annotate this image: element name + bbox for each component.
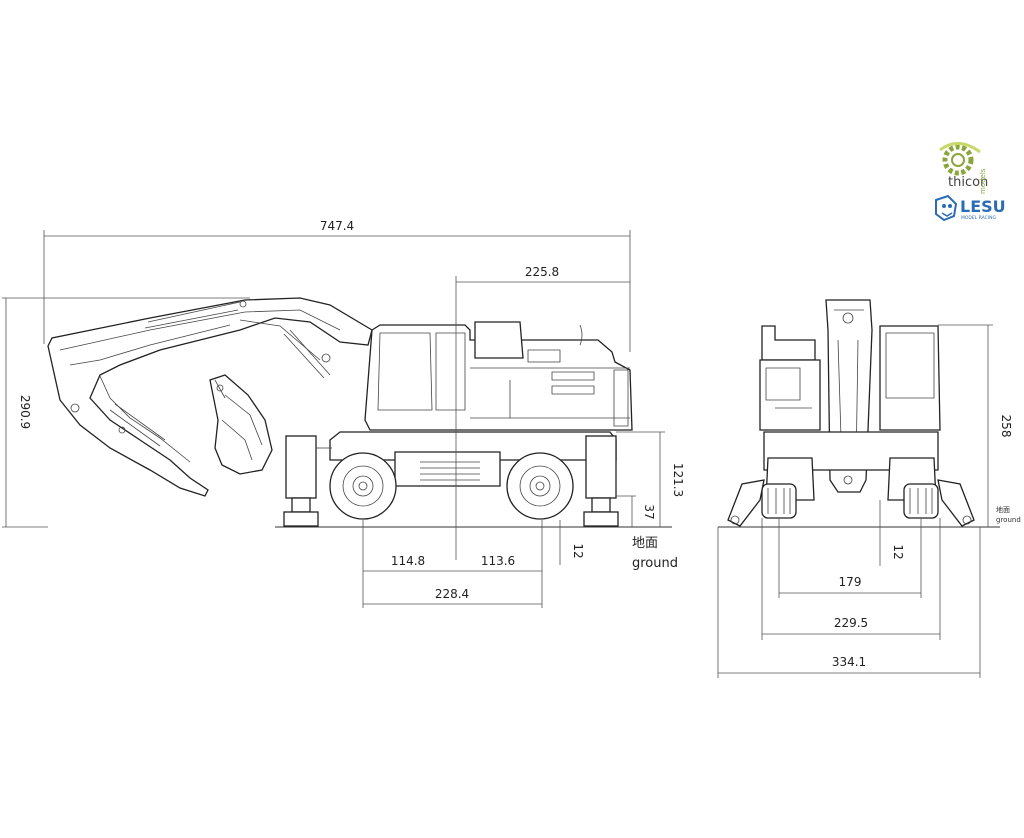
dim-747-label: 747.4	[320, 219, 354, 233]
dim-37-label: 37	[642, 504, 656, 519]
outrigger-left	[283, 435, 332, 527]
dim-chassis-height: 121.3	[616, 431, 685, 527]
lesu-text: LESU	[960, 197, 1006, 216]
front-left-wheel	[761, 483, 797, 519]
dim-179-label: 179	[839, 575, 862, 589]
lesu-logo: LESU MODEL RACING	[935, 194, 1006, 222]
dim-334-label: 334.1	[832, 655, 866, 669]
gear-icon	[939, 142, 981, 176]
dim-225-label: 225.8	[525, 265, 559, 279]
dim-rear-overhang: 225.8	[455, 265, 630, 560]
excavator-boom	[47, 297, 373, 497]
dim-12-side-label: 12	[571, 543, 585, 558]
front-view: 258 地面 ground 12 179 229.5 3	[717, 299, 1021, 678]
dim-113-label: 113.6	[481, 554, 515, 568]
side-view: 747.4 225.8 290.9 121.3 37	[2, 219, 685, 608]
front-right-wheel	[903, 483, 939, 519]
thicon-sub-text: models	[979, 168, 987, 194]
dim-outrigger-clearance: 37	[616, 495, 656, 527]
dim-12-front-label: 12	[891, 544, 905, 559]
rear-wheel	[506, 452, 574, 520]
thicon-logo: thicon models	[939, 142, 988, 194]
lesu-sub-text: MODEL RACING	[961, 215, 996, 221]
thicon-text: thicon	[948, 175, 988, 190]
front-wheel	[329, 452, 397, 520]
dim-ground-clearance-side: 12	[559, 520, 585, 565]
lion-head-icon	[935, 194, 958, 222]
front-outrigger-right	[937, 479, 975, 527]
ground-label-cn: 地面	[632, 536, 658, 551]
dim-228-label: 228.4	[435, 587, 469, 601]
ground-label-small-en: ground	[996, 516, 1021, 524]
dim-axle-offsets: 114.8 113.6	[362, 520, 543, 608]
dim-258-label: 258	[999, 415, 1013, 438]
dim-wheel-width: 229.5	[761, 518, 941, 640]
dim-ground-clearance-front: 12	[879, 500, 905, 566]
dim-wheelbase: 228.4	[363, 587, 542, 605]
dim-track-width: 179	[778, 518, 922, 598]
dim-290-label: 290.9	[18, 395, 32, 429]
excavator-upper-body	[364, 321, 633, 431]
ground-label-en: ground	[632, 556, 678, 571]
excavator-bucket	[209, 374, 273, 475]
dim-overall-height: 290.9	[2, 297, 250, 528]
dim-cab-height: 258	[938, 324, 1013, 527]
dim-121-label: 121.3	[671, 463, 685, 497]
dim-overall-length: 747.4	[43, 219, 631, 352]
dim-229-label: 229.5	[834, 616, 868, 630]
dim-114-label: 114.8	[391, 554, 425, 568]
front-outrigger-left	[727, 479, 765, 527]
ground-label-small-cn: 地面	[996, 505, 1010, 514]
front-cab	[759, 325, 941, 431]
outrigger-right	[583, 435, 619, 527]
dim-outrigger-span: 334.1	[717, 527, 981, 678]
